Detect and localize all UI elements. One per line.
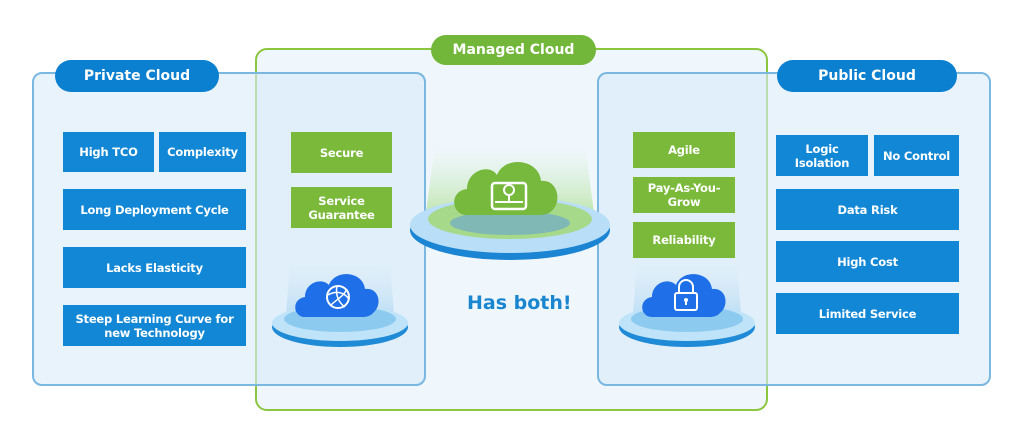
public-item-high-cost: High Cost: [776, 241, 959, 282]
private-cloud-title: Private Cloud: [55, 60, 219, 92]
globe-cloud-icon: [272, 263, 408, 347]
private-item-high-tco: High TCO: [63, 132, 154, 172]
public-item-no-control: No Control: [874, 135, 959, 176]
private-item-complexity: Complexity: [159, 132, 246, 172]
managed-item-service-guarantee: Service Guarantee: [291, 187, 392, 228]
has-both-caption: Has both!: [467, 292, 572, 314]
private-item-long-deployment: Long Deployment Cycle: [63, 189, 246, 230]
public-item-logic-isolation: Logic Isolation: [776, 135, 868, 176]
managed-item-agile: Agile: [633, 132, 735, 168]
lock-cloud-icon: [619, 263, 755, 347]
managed-item-pay-as-you-grow: Pay-As-You-Grow: [633, 177, 735, 213]
private-item-lacks-elasticity: Lacks Elasticity: [63, 247, 246, 288]
public-cloud-title: Public Cloud: [777, 60, 957, 92]
public-item-data-risk: Data Risk: [776, 189, 959, 230]
managed-item-reliability: Reliability: [633, 222, 735, 258]
managed-cloud-title: Managed Cloud: [431, 35, 596, 65]
public-item-limited-service: Limited Service: [776, 293, 959, 334]
managed-item-secure: Secure: [291, 132, 392, 173]
private-item-learning-curve: Steep Learning Curve for new Technology: [63, 305, 246, 346]
storage-drive-cloud-icon: [410, 145, 610, 260]
